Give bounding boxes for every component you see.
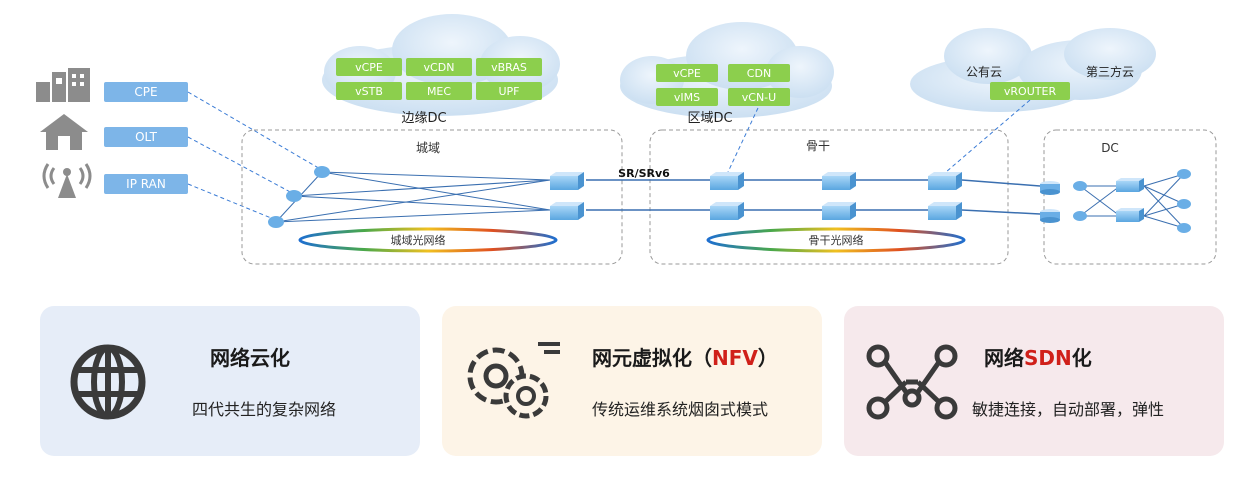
dc-region: [1043, 129, 1217, 265]
building-icon: [36, 68, 90, 102]
home-icon: [40, 114, 88, 150]
svg-text:IP RAN: IP RAN: [126, 177, 166, 191]
network-architecture-diagram: CPE OLT IP RAN 城域 骨干 DC: [36, 14, 1217, 265]
panel-nfv: 网元虚拟化（NFV） 传统运维系统烟囱式模式: [442, 306, 822, 456]
access-label-olt: OLT: [104, 127, 188, 147]
access-label-ipran: IP RAN: [104, 174, 188, 194]
svg-text:vBRAS: vBRAS: [491, 61, 527, 74]
vrouter-label: vROUTER: [1004, 85, 1057, 98]
dc-label: DC: [1101, 141, 1119, 155]
svg-text:vCN-U: vCN-U: [742, 91, 776, 104]
svg-text:vSTB: vSTB: [355, 85, 383, 98]
backbone-optical-ring: [706, 227, 966, 253]
svg-text:CPE: CPE: [134, 85, 157, 99]
access-label-cpe: CPE: [104, 82, 188, 102]
dc-switches: [1116, 178, 1144, 222]
dc-nodes: [1073, 169, 1191, 233]
network-nodes-icon: [866, 344, 958, 420]
backbone-label: 骨干: [806, 139, 830, 153]
panel-title: 网元虚拟化（NFV）: [592, 346, 778, 370]
panel-network-cloud: 网络云化 四代共生的复杂网络: [40, 306, 420, 456]
router-nodes: [550, 172, 962, 220]
regional-dc-cloud: [620, 22, 834, 118]
third-party-cloud-label: 第三方云: [1086, 64, 1134, 79]
svg-text:MEC: MEC: [427, 85, 451, 98]
panel-title: 网络SDN化: [984, 346, 1092, 370]
gears-icon: [467, 342, 560, 419]
metro-links: [275, 171, 551, 223]
svg-text:vCPE: vCPE: [355, 61, 383, 74]
metro-label: 城域: [416, 141, 440, 155]
vrouter-box: [990, 82, 1070, 100]
panel-subtitle: 敏捷连接，自动部署，弹性: [972, 400, 1165, 419]
backbone-links: [586, 179, 1041, 215]
dc-links: [1079, 173, 1185, 229]
metro-ring-label: 城域光网络: [391, 233, 446, 247]
svg-text:vCDN: vCDN: [424, 61, 455, 74]
svg-text:OLT: OLT: [135, 130, 157, 144]
svg-text:vIMS: vIMS: [674, 91, 700, 104]
radio-tower-icon: [42, 163, 92, 198]
backbone-region: [649, 129, 1009, 265]
panel-subtitle: 四代共生的复杂网络: [192, 400, 337, 419]
access-dashed-links: [187, 91, 323, 221]
metro-region: [241, 129, 623, 265]
sr-label: SR/SRv6: [618, 167, 670, 180]
panel-subtitle: 传统运维系统烟囱式模式: [592, 400, 769, 419]
backbone-ring-label: 骨干光网络: [809, 233, 864, 247]
dc-dashed-links: [727, 99, 1031, 173]
metro-access-nodes: [268, 166, 330, 228]
dc-gateways: [1040, 181, 1060, 223]
panel-title: 网络云化: [210, 346, 290, 370]
edge-dc-label: 边缘DC: [401, 111, 446, 126]
edge-dc-vnfs: vCPE vCDN vBRAS vSTB MEC UPF: [336, 58, 542, 100]
regional-dc-vnfs: vCPE CDN vIMS vCN-U: [656, 64, 790, 106]
svg-text:UPF: UPF: [498, 85, 519, 98]
public-cloud-label: 公有云: [966, 65, 1002, 79]
regional-dc-label: 区域DC: [687, 111, 732, 126]
svg-text:vCPE: vCPE: [673, 67, 701, 80]
metro-optical-ring: [298, 227, 558, 253]
svg-text:CDN: CDN: [747, 67, 771, 80]
panel-sdn: 网络SDN化 敏捷连接，自动部署，弹性: [844, 306, 1224, 456]
globe-icon: [70, 344, 146, 420]
